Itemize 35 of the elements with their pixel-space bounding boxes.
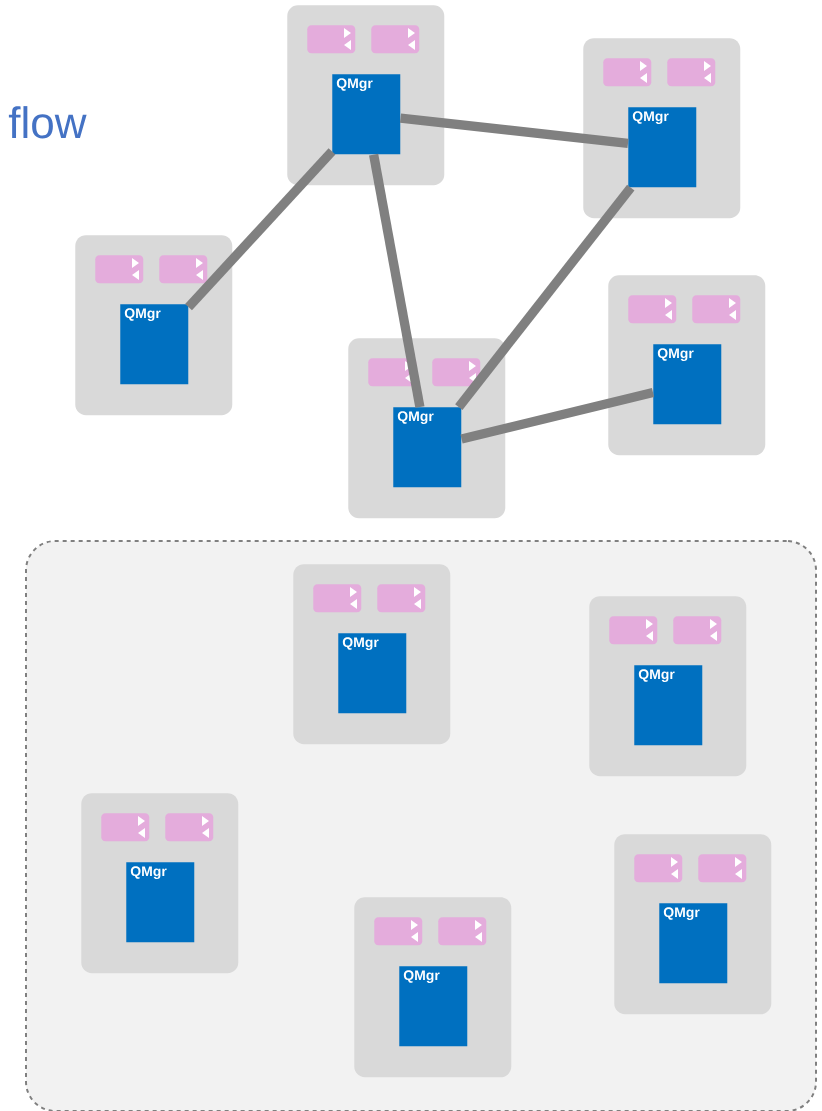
queue-manager-box: QMgr [628,107,697,188]
queue-box [628,295,677,324]
queue-manager-box: QMgr [126,862,195,943]
queue-box [101,813,150,842]
queue-box [307,25,356,54]
queue-manager-box: QMgr [653,344,722,425]
queue-manager-box: QMgr [120,304,189,385]
queue-box [692,295,741,324]
connector-line [455,184,635,410]
queue-box [603,58,652,87]
queue-box [438,917,487,946]
queue-manager-box: QMgr [634,665,703,746]
queue-box [377,584,426,613]
queue-box [698,854,747,883]
connector-line [369,153,425,408]
queue-manager-box: QMgr [399,966,468,1047]
queue-box [313,584,362,613]
connector-line [460,388,655,444]
queue-box [159,255,208,284]
queue-box [634,854,683,883]
queue-box [667,58,716,87]
queue-box [609,616,658,645]
queue-box [432,358,481,387]
queue-box [371,25,420,54]
queue-manager-box: QMgr [338,633,407,714]
queue-manager-box: QMgr [659,903,728,984]
queue-manager-box: QMgr [332,74,401,155]
connector-line [400,113,629,149]
queue-box [374,917,423,946]
connector-line [185,148,336,311]
queue-box [165,813,214,842]
queue-box [673,616,722,645]
queue-manager-box: QMgr [393,407,462,488]
queue-box [95,255,144,284]
title-text: flow [8,106,87,139]
